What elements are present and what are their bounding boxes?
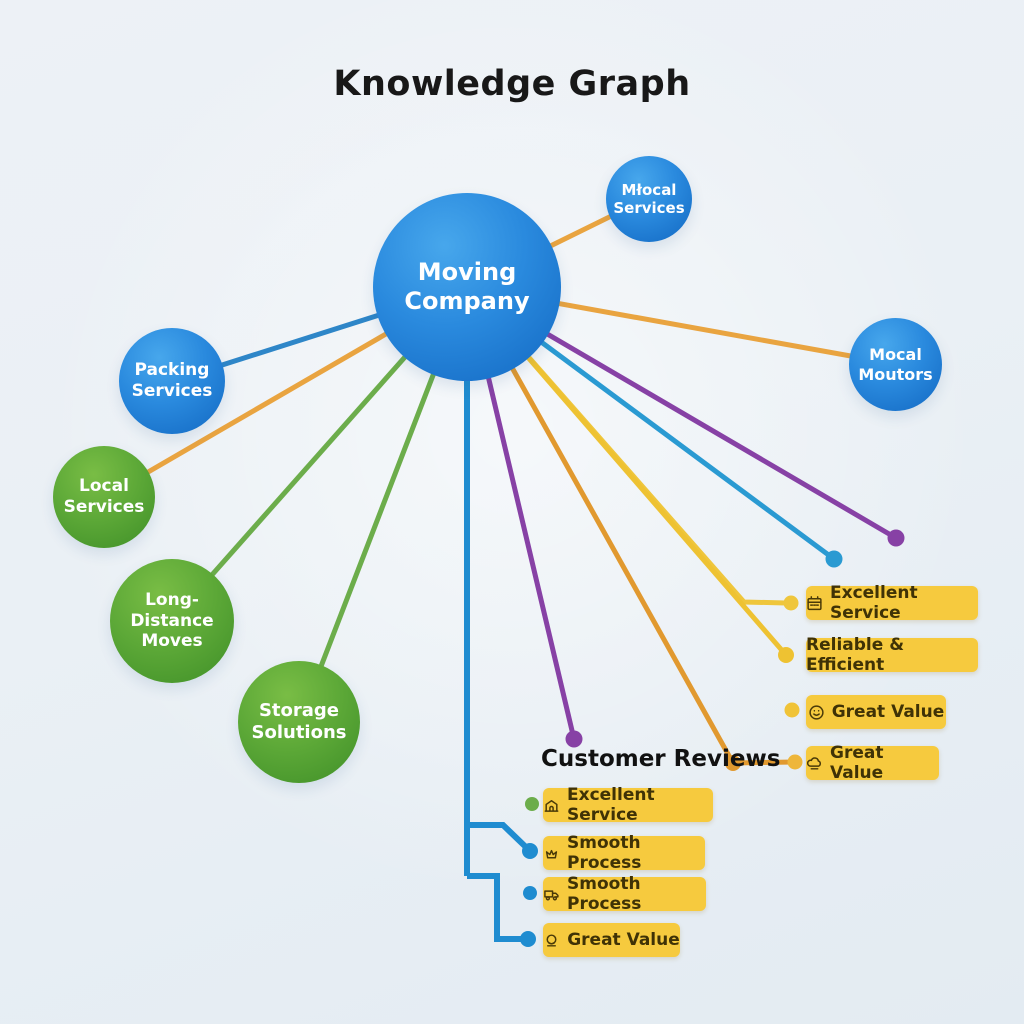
teal-endpoint-dot xyxy=(825,550,843,568)
greatvalue2-dot xyxy=(787,754,803,770)
node-label: Packing Services xyxy=(131,360,213,401)
building-icon xyxy=(543,797,560,814)
badge-smooth-process-2: Smooth Process xyxy=(543,874,706,914)
purple-endpoint-dot xyxy=(887,529,905,547)
badge-label: Excellent Service xyxy=(830,583,918,623)
badge-excellent-service: Excellent Service xyxy=(806,583,978,623)
cloud-icon xyxy=(806,755,823,772)
greatvalue3-dot xyxy=(520,931,536,947)
greatvalue1-dot xyxy=(784,702,800,718)
node-label: Mocal Moutors xyxy=(858,344,933,384)
node-long-distance-moves: Long-Distance Moves xyxy=(110,559,234,683)
connector-branch-1 xyxy=(467,822,533,854)
node-label: Młocal Services xyxy=(613,180,685,217)
reviews-purple-dot xyxy=(565,730,583,748)
customer-reviews-heading: Customer Reviews xyxy=(541,746,781,772)
dome-icon xyxy=(543,932,560,949)
badge-label: Smooth Process xyxy=(567,833,642,873)
node-packing-services: Packing Services xyxy=(119,328,225,434)
badge-great-value-2: Great Value xyxy=(806,743,939,783)
smoothprocess2-dot xyxy=(523,886,537,900)
reviews-amber-dot xyxy=(725,755,741,771)
node-storage-solutions: Storage Solutions xyxy=(238,661,360,783)
node-label: Long-Distance Moves xyxy=(130,589,214,652)
badge-label: Reliable & Efficient xyxy=(806,635,905,675)
crown-icon xyxy=(543,845,560,862)
node-label: Moving Company xyxy=(404,257,530,315)
badge-excellent-service-2: Excellent Service xyxy=(543,785,713,825)
badge-great-value-3: Great Value xyxy=(543,923,680,957)
badge-smooth-process-1: Smooth Process xyxy=(543,833,705,873)
badge-great-value-1: Great Value xyxy=(806,695,946,729)
node-moving-company: Moving Company xyxy=(373,193,561,381)
page-title: Knowledge Graph xyxy=(333,64,691,104)
connector-branch-2 xyxy=(467,873,528,942)
node-mocal-moutors: Mocal Moutors xyxy=(849,318,942,411)
excellent2-dot xyxy=(525,797,539,811)
reliable-dot xyxy=(778,647,794,663)
badge-label: Great Value xyxy=(830,743,884,783)
badge-reliable-efficient: Reliable & Efficient xyxy=(806,635,978,675)
excellent-dot xyxy=(783,595,799,611)
node-mlocal-services: Młocal Services xyxy=(606,156,692,242)
node-label: Local Services xyxy=(63,476,145,517)
node-label: Storage Solutions xyxy=(251,700,347,743)
smiley-icon xyxy=(808,704,825,721)
calendar-icon xyxy=(806,595,823,612)
smoothprocess1-dot xyxy=(522,843,538,859)
badge-label: Excellent Service xyxy=(567,785,655,825)
badge-label: Great Value xyxy=(567,930,680,950)
truck-icon xyxy=(543,886,560,903)
node-local-services: Local Services xyxy=(53,446,155,548)
badge-label: Smooth Process xyxy=(567,874,642,914)
badge-label: Great Value xyxy=(831,702,945,722)
